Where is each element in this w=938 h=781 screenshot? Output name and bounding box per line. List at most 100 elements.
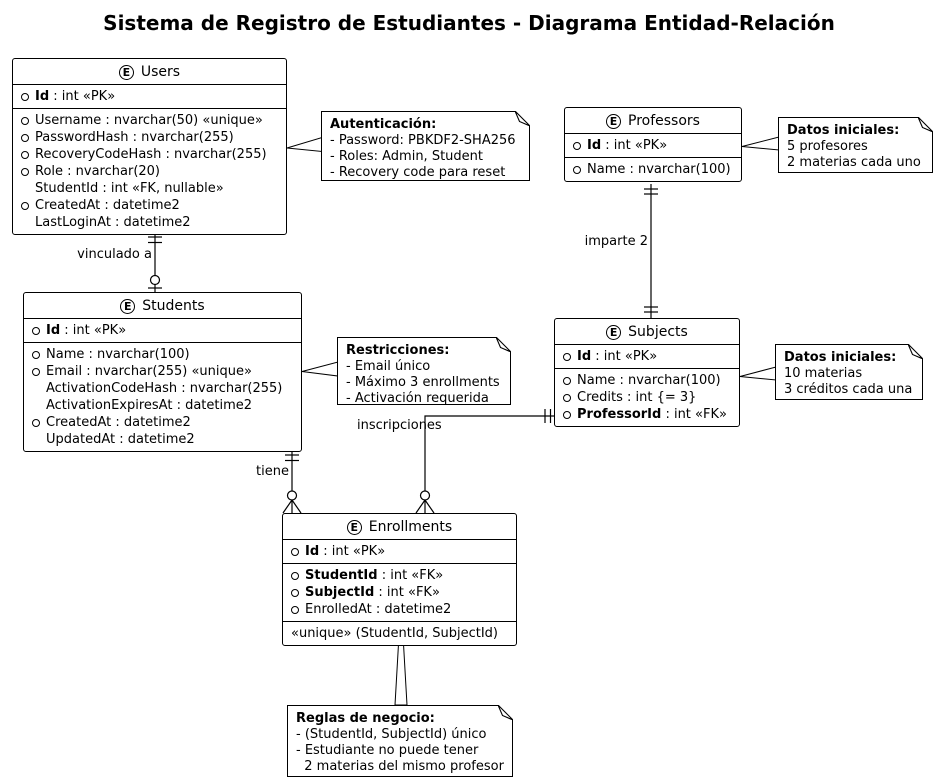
note-fold-icon <box>515 111 530 126</box>
field-text: : int «PK» <box>60 323 127 338</box>
entity-spot-icon: E <box>346 519 362 535</box>
note-line: 10 materias <box>784 366 863 381</box>
field-visibility-icon <box>563 352 571 361</box>
relationship-students-enrollments <box>282 450 302 514</box>
field-visibility-icon <box>32 326 40 335</box>
relationship-label-vinculado-a: vinculado a <box>77 247 152 262</box>
field-text: LastLoginAt : datetime2 <box>35 215 191 230</box>
field-text: : int «PK» <box>601 138 668 153</box>
field-row: StudentId : int «FK» <box>283 567 516 584</box>
field-row: SubjectId : int «FK» <box>283 584 516 601</box>
field-visibility-icon <box>563 393 571 402</box>
field-visibility-icon <box>21 92 29 101</box>
field-name: SubjectId <box>305 585 375 600</box>
field-text: CreatedAt : datetime2 <box>35 198 180 213</box>
note-line: - Recovery code para reset <box>330 165 506 180</box>
field-visibility-icon <box>291 547 299 556</box>
field-row: Name : nvarchar(100) <box>24 346 301 363</box>
relationship-users-students <box>148 232 162 292</box>
field-text: : int «FK» <box>661 407 727 422</box>
field-visibility-icon <box>21 201 29 210</box>
zero-or-many-circle-icon <box>419 490 431 501</box>
field-row: CreatedAt : datetime2 <box>13 197 286 214</box>
field-text: : int «PK» <box>49 89 116 104</box>
field-row: RecoveryCodeHash : nvarchar(255) <box>13 146 286 163</box>
note-title: Datos iniciales: <box>787 123 900 138</box>
entity-header: E Professors <box>565 108 741 133</box>
entity-spot-icon: E <box>606 113 622 129</box>
field-visibility-icon <box>563 376 571 385</box>
field-visibility-icon <box>21 133 29 142</box>
note-line: - Máximo 3 enrollments <box>346 375 500 390</box>
entity-spot-icon: E <box>606 324 622 340</box>
entity-header: E Users <box>13 59 286 84</box>
field-row: ActivationExpiresAt : datetime2 <box>24 397 301 414</box>
entity-pk-section: Id : int «PK» <box>13 84 286 108</box>
field-row: Role : nvarchar(20) <box>13 163 286 180</box>
field-name: Id <box>46 323 61 338</box>
field-row: EnrolledAt : datetime2 <box>283 601 516 618</box>
field-text: Name : nvarchar(100) <box>577 373 721 388</box>
field-row: «unique» (StudentId, SubjectId) <box>283 625 516 642</box>
note-connector-users-auth <box>286 136 323 153</box>
field-visibility-icon <box>21 150 29 159</box>
relationship-label-inscripciones: inscripciones <box>357 418 442 433</box>
field-text: Name : nvarchar(100) <box>587 162 731 177</box>
note-title: Datos iniciales: <box>784 350 897 365</box>
field-indent <box>32 402 40 410</box>
field-text: : int «FK» <box>374 585 440 600</box>
entity-spot-icon: E <box>120 298 136 314</box>
note-fold-icon <box>496 337 511 352</box>
note-line: - Password: PBKDF2-SHA256 <box>330 133 516 148</box>
entity-name: Enrollments <box>368 519 453 535</box>
field-row: UpdatedAt : datetime2 <box>24 431 301 448</box>
note-title: Autenticación: <box>330 117 437 132</box>
field-text: Name : nvarchar(100) <box>46 347 190 362</box>
entity-name: Subjects <box>628 324 688 340</box>
entity-name: Users <box>140 64 181 80</box>
entity-fields-section: Name : nvarchar(100)Credits : int {= 3}P… <box>555 368 739 426</box>
note-body: - Email único- Máximo 3 enrollments- Act… <box>346 359 502 407</box>
field-row: LastLoginAt : datetime2 <box>13 214 286 231</box>
note-line: 2 materias cada uno <box>787 155 921 170</box>
note-fold-icon <box>498 705 513 720</box>
field-text: StudentId : int «FK, nullable» <box>35 181 224 196</box>
entity-pk-section: Id : int «PK» <box>565 133 741 157</box>
field-name: StudentId <box>305 568 378 583</box>
note-fold-icon <box>918 117 933 132</box>
field-row: StudentId : int «FK, nullable» <box>13 180 286 197</box>
field-row: Id : int «PK» <box>565 137 741 154</box>
entity-fields-section: Name : nvarchar(100) Email : nvarchar(255… <box>24 342 301 451</box>
field-text: CreatedAt : datetime2 <box>46 415 191 430</box>
field-visibility-icon <box>291 588 299 597</box>
field-text: Email : nvarchar(255) «unique» <box>46 364 252 379</box>
entity-enrollments: E Enrollments Id : int «PK» StudentId : … <box>282 513 517 646</box>
entity-fields-section: StudentId : int «FK»SubjectId : int «FK»… <box>283 563 516 621</box>
diagram-title: Sistema de Registro de Estudiantes - Dia… <box>103 11 835 35</box>
relationship-subjects-enrollments <box>415 409 554 514</box>
field-visibility-icon <box>21 167 29 176</box>
field-text: UpdatedAt : datetime2 <box>46 432 195 447</box>
note-connector-subjects-data <box>739 366 777 381</box>
note-connector-enrollments-rules <box>394 643 408 706</box>
relationship-label-imparte-2: imparte 2 <box>584 234 648 249</box>
field-row: Username : nvarchar(50) «unique» <box>13 112 286 129</box>
field-name: Id <box>587 138 602 153</box>
entity-header: E Enrollments <box>283 514 516 539</box>
note-title: Restricciones: <box>346 343 450 358</box>
field-visibility-icon <box>32 350 40 359</box>
note-line: - Roles: Admin, Student <box>330 149 483 164</box>
field-row: ProfessorId : int «FK» <box>555 406 739 423</box>
field-text: EnrolledAt : datetime2 <box>305 602 452 617</box>
entity-fields-section: Username : nvarchar(50) «unique»Password… <box>13 108 286 234</box>
field-name: ProfessorId <box>577 407 662 422</box>
note-line: 3 créditos cada una <box>784 382 913 397</box>
entity-name: Professors <box>628 113 700 129</box>
relationship-professors-subjects <box>644 184 658 318</box>
field-visibility-icon <box>21 116 29 125</box>
note-body: - (StudentId, SubjectId) único- Estudian… <box>296 727 504 775</box>
field-row: Id : int «PK» <box>24 322 301 339</box>
field-visibility-icon <box>32 418 40 427</box>
